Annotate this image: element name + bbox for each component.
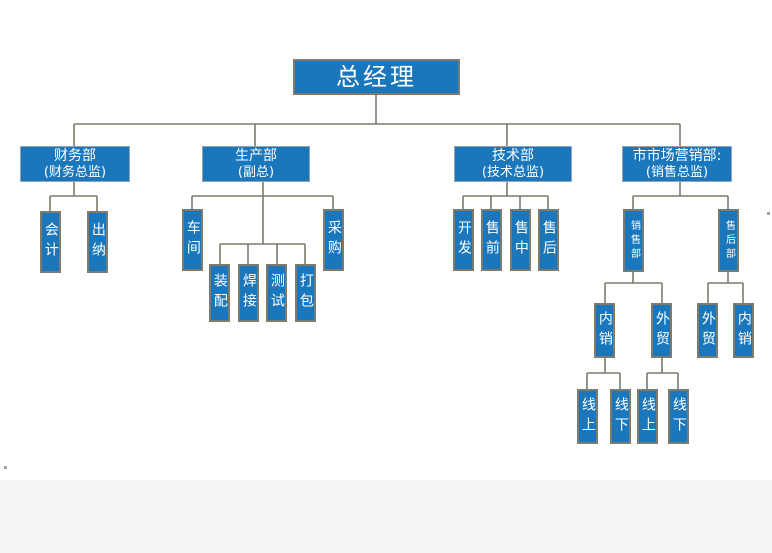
production-unit-label: 采购 [325, 220, 342, 260]
marketing-unit-label: 售后部 [723, 219, 735, 262]
dept-marketing[interactable]: 市市场营销部: (销售总监) [622, 146, 732, 182]
workshop-unit[interactable]: 打包 [295, 264, 316, 322]
aftersales-unit[interactable]: 外贸 [697, 303, 718, 358]
dept-production-sub: (副总) [237, 164, 275, 180]
finance-unit[interactable]: 出纳 [87, 211, 108, 273]
tech-unit-label: 售中 [512, 220, 529, 260]
channel-unit-label: 线下 [670, 396, 687, 437]
ceo-label: 总经理 [336, 62, 417, 91]
sales-unit-label: 外贸 [653, 310, 670, 351]
aftersales-unit[interactable]: 内销 [733, 303, 754, 358]
workshop-unit-label: 打包 [297, 273, 314, 313]
production-unit-label: 车间 [184, 220, 201, 260]
marketing-unit[interactable]: 售后部 [718, 209, 739, 272]
aftersales-unit-label: 内销 [735, 310, 752, 351]
tech-unit[interactable]: 售中 [510, 209, 531, 271]
workshop-unit-label: 测试 [268, 273, 285, 313]
tech-unit-label: 开发 [455, 220, 472, 260]
dept-tech[interactable]: 技术部 (技术总监) [454, 146, 572, 182]
workshop-unit[interactable]: 焊接 [238, 264, 259, 322]
channel-unit[interactable]: 线下 [610, 389, 631, 444]
tech-unit-label: 售前 [483, 220, 500, 260]
workshop-unit-label: 装配 [211, 273, 228, 313]
channel-unit[interactable]: 线下 [668, 389, 689, 444]
workshop-unit[interactable]: 装配 [209, 264, 230, 322]
channel-unit[interactable]: 线上 [637, 389, 658, 444]
dept-finance-name: 财务部 [54, 147, 96, 164]
sales-unit[interactable]: 内销 [594, 303, 615, 358]
dept-tech-sub: (技术总监) [481, 164, 545, 180]
aftersales-unit-label: 外贸 [699, 310, 716, 351]
finance-unit-label: 会计 [42, 222, 59, 262]
tech-unit-label: 售后 [540, 220, 557, 260]
channel-unit[interactable]: 线上 [577, 389, 598, 444]
dept-tech-name: 技术部 [492, 147, 534, 164]
stray-dot [4, 466, 7, 469]
ceo-box[interactable]: 总经理 [293, 59, 460, 95]
channel-unit-label: 线上 [639, 396, 656, 437]
sales-unit[interactable]: 外贸 [651, 303, 672, 358]
dept-production-name: 生产部 [235, 147, 277, 164]
channel-unit-label: 线下 [612, 396, 629, 437]
finance-unit-label: 出纳 [89, 222, 106, 262]
channel-unit-label: 线上 [579, 396, 596, 437]
dept-marketing-sub: (销售总监) [645, 164, 709, 180]
finance-unit[interactable]: 会计 [40, 211, 61, 273]
marketing-unit[interactable]: 销售部 [623, 209, 644, 272]
production-unit[interactable]: 车间 [182, 209, 203, 271]
dept-marketing-name: 市市场营销部: [632, 147, 722, 164]
dept-finance[interactable]: 财务部 (财务总监) [20, 146, 130, 182]
stray-dot [767, 212, 770, 215]
dept-finance-sub: (财务总监) [43, 164, 107, 180]
tech-unit[interactable]: 开发 [453, 209, 474, 271]
tech-unit[interactable]: 售前 [481, 209, 502, 271]
bottom-band [0, 480, 772, 553]
dept-production[interactable]: 生产部 (副总) [202, 146, 310, 182]
workshop-unit[interactable]: 测试 [266, 264, 287, 322]
production-unit[interactable]: 采购 [323, 209, 344, 271]
sales-unit-label: 内销 [596, 310, 613, 351]
tech-unit[interactable]: 售后 [538, 209, 559, 271]
workshop-unit-label: 焊接 [240, 273, 257, 313]
marketing-unit-label: 销售部 [628, 219, 640, 262]
